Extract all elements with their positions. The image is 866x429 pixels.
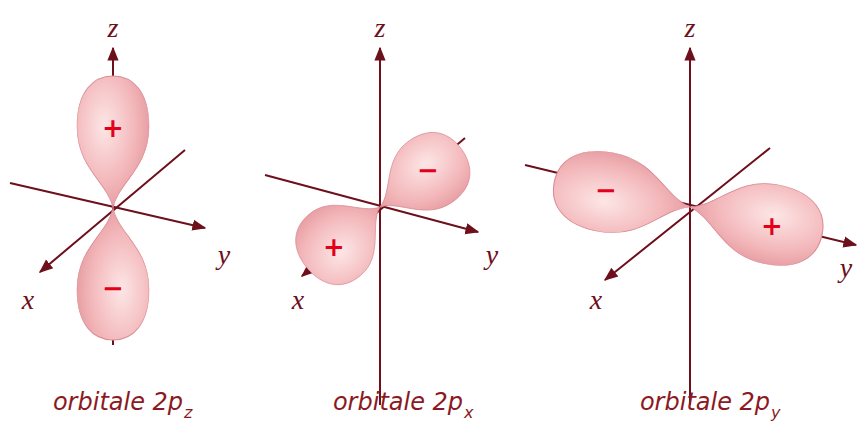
z-axis	[379, 48, 381, 405]
sign-label: +	[761, 213, 783, 239]
axis-label: y	[486, 241, 498, 269]
sign-label: −	[417, 157, 439, 183]
lobe	[547, 144, 697, 247]
axis-label: y	[218, 241, 230, 269]
lobe	[77, 76, 149, 208]
sign-label: +	[323, 234, 345, 260]
axes	[10, 48, 856, 405]
sign-label: −	[102, 275, 124, 301]
axis-label: x	[590, 286, 602, 314]
orbital-lobes	[77, 76, 830, 340]
lobe	[77, 208, 149, 340]
sign-label: +	[102, 115, 124, 141]
caption-text: orbitale 2p	[333, 390, 463, 414]
caption-subscript: x	[464, 405, 473, 421]
caption-subscript: z	[184, 405, 192, 421]
caption-subscript: y	[771, 405, 780, 421]
caption-text: orbitale 2p	[640, 390, 770, 414]
sign-label: −	[595, 177, 617, 203]
lobe	[358, 119, 483, 238]
z-axis	[689, 48, 691, 405]
axis-label: x	[292, 286, 304, 314]
axis-label: z	[108, 14, 119, 42]
axis-label: x	[22, 286, 34, 314]
axis-label: z	[375, 14, 386, 42]
axis-label: y	[840, 254, 852, 282]
lobe	[682, 168, 831, 274]
axis-label: z	[685, 14, 696, 42]
caption-text: orbitale 2p	[53, 390, 183, 414]
